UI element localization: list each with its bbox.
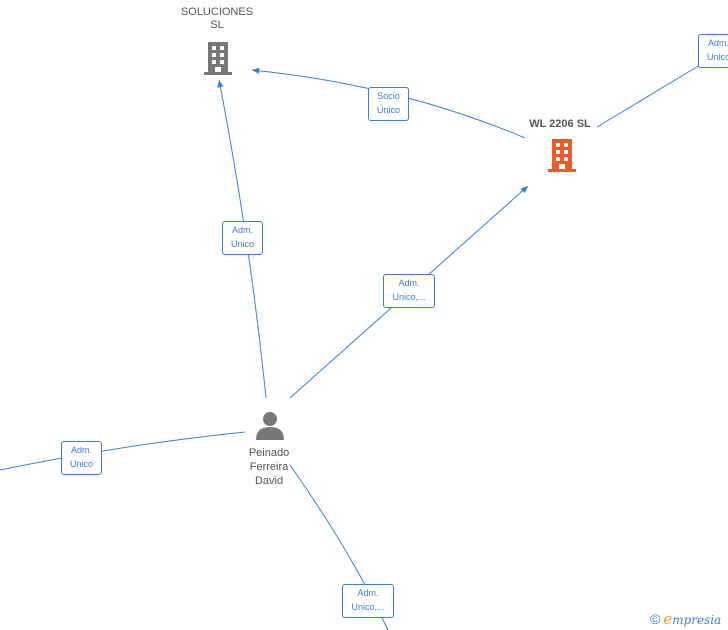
brand-initial: e xyxy=(663,610,673,628)
company-top-label: SOLUCIONES SL xyxy=(180,6,254,31)
empresia-watermark: ©empresia xyxy=(650,610,721,628)
edge-left-to-person xyxy=(0,431,246,471)
person-label: Peinado Ferreira David xyxy=(248,447,290,487)
edge-label-adm-unico-top[interactable]: Adm.Unico xyxy=(222,221,263,255)
building-highlight-icon[interactable] xyxy=(546,137,578,178)
edge-label-adm-unico-topright[interactable]: Adm.Unico xyxy=(698,34,728,68)
edge-wl-to-topright xyxy=(596,64,701,128)
edge-label-adm-unico-wl[interactable]: Adm.Unico,... xyxy=(383,274,435,308)
brand-name: mpresia xyxy=(672,613,722,627)
edge-label-adm-unico-left[interactable]: Adm.Unico xyxy=(61,441,102,475)
company-wl-label: WL 2206 SL xyxy=(529,118,591,130)
copyright-symbol: © xyxy=(650,611,661,627)
building-icon[interactable] xyxy=(203,40,233,81)
edge-label-adm-unico-bottom[interactable]: Adm.Unico,... xyxy=(342,584,394,618)
person-icon[interactable] xyxy=(255,410,285,445)
